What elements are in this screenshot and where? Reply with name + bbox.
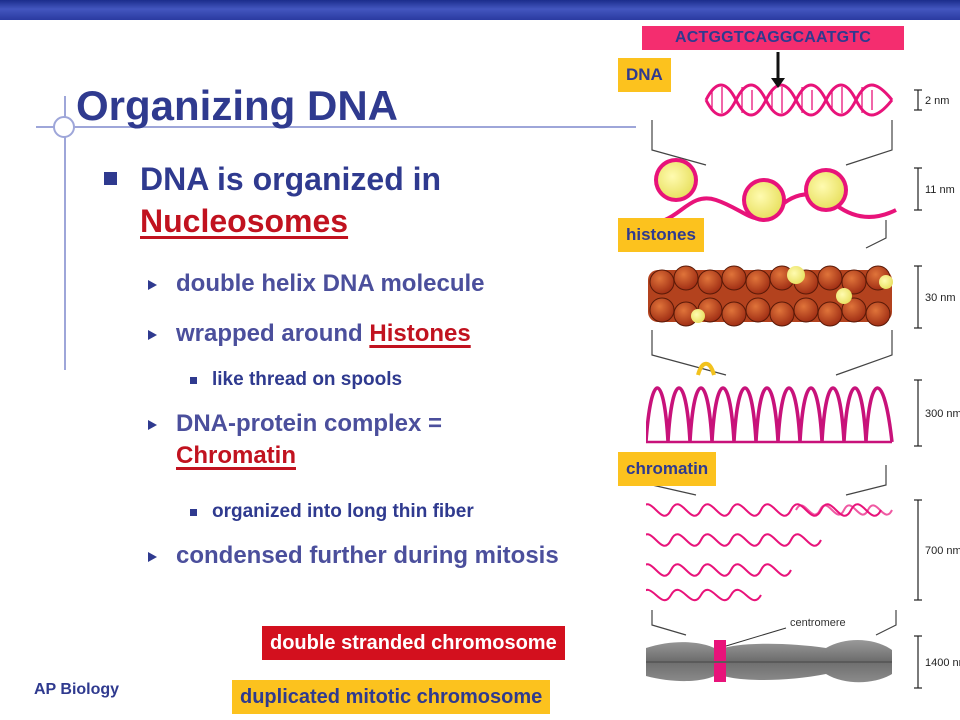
small-square-bullet-icon — [190, 377, 197, 384]
detail-bullet-text: like thread on spools — [212, 369, 403, 390]
scale-labels: 2 nm 11 nm 30 nm 300 nm 700 nm 1400 nm — [925, 95, 960, 669]
slide-title: Organizing DNA — [76, 82, 398, 129]
scale-label: 30 nm — [925, 292, 956, 304]
dna-double-helix — [704, 83, 894, 117]
sub-bullet-double-helix: double helix DNA molecule — [148, 268, 628, 300]
triangle-bullet-icon — [148, 420, 157, 430]
label-chromatin: chromatin — [618, 452, 717, 486]
scale-label: 11 nm — [925, 184, 955, 196]
looped-chromatin-domains — [646, 361, 894, 444]
sub-bullet-histones: wrapped around Histones — [148, 318, 628, 350]
top-title-bar — [0, 0, 960, 20]
centromere-label: centromere — [790, 617, 846, 629]
scale-label: 2 nm — [925, 95, 949, 107]
keyword-nucleosomes: Nucleosomes — [140, 203, 349, 239]
nucleosomes-beads-on-string — [646, 158, 897, 224]
detail-bullet-text: organized into long thin fiber — [212, 501, 474, 522]
decorative-circle-crosshair — [53, 116, 75, 138]
sub-bullet-text: wrapped around — [176, 320, 363, 347]
sub-bullet-text: condensed further during mitosis — [176, 542, 559, 569]
triangle-bullet-icon — [148, 280, 157, 290]
detail-bullet-spools: like thread on spools — [190, 368, 630, 392]
label-dna: DNA — [618, 58, 671, 92]
sub-bullet-condensed: condensed further during mitosis — [148, 540, 598, 572]
sub-bullet-text: double helix DNA molecule — [176, 270, 485, 297]
centromere-pointer — [725, 627, 787, 647]
condensed-chromatin-section — [646, 503, 893, 602]
mitotic-chromosome — [646, 639, 892, 683]
dna-packing-diagram: centromere 2 nm 11 nm 30 nm 300 nm 700 n… — [646, 83, 960, 689]
scale-indicators — [914, 89, 922, 689]
label-histones: histones — [618, 218, 704, 252]
footer-course-name: AP Biology — [34, 681, 120, 698]
decorative-horizontal-line — [36, 126, 636, 128]
scale-label: 700 nm — [925, 545, 960, 557]
bullet-main: DNA is organized in Nucleosomes — [104, 158, 624, 242]
decorative-vertical-line — [64, 96, 66, 370]
sub-bullet-chromatin: DNA-protein complex = Chromatin — [148, 408, 628, 472]
bullet-main-text: DNA is organized in — [140, 161, 442, 197]
triangle-bullet-icon — [148, 330, 157, 340]
sub-bullet-text: DNA-protein complex = — [176, 410, 443, 437]
keyword-chromatin: Chromatin — [176, 442, 296, 469]
down-arrow-icon — [771, 52, 785, 88]
scale-label: 1400 nm — [925, 657, 960, 669]
triangle-bullet-icon — [148, 552, 157, 562]
label-duplicated-mitotic-chromosome: duplicated mitotic chromosome — [232, 680, 551, 714]
detail-bullet-fiber: organized into long thin fiber — [190, 500, 630, 524]
dna-sequence-label: ACTGGTCAGGCAATGTC — [642, 26, 904, 50]
thirty-nm-chromatin-fiber — [648, 265, 893, 327]
keyword-histones: Histones — [369, 320, 471, 347]
small-square-bullet-icon — [190, 509, 197, 516]
square-bullet-icon — [104, 172, 117, 185]
scale-label: 300 nm — [925, 408, 960, 420]
label-double-stranded-chromosome: double stranded chromosome — [262, 626, 565, 660]
